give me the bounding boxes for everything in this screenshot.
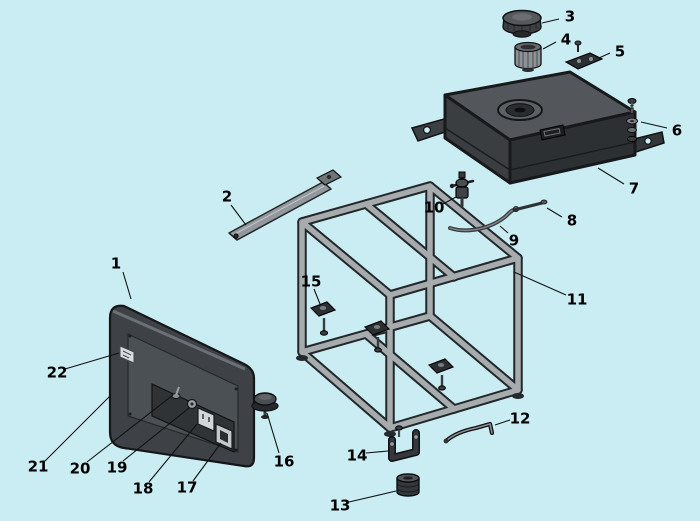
panel-screw <box>234 387 238 391</box>
panel-top-highlight <box>112 309 246 371</box>
callout-leader-6 <box>640 121 668 129</box>
callout-label-8: 8 <box>567 211 577 229</box>
fuel-pipe-group <box>512 199 548 212</box>
callout-leader-12 <box>494 419 511 426</box>
panel-screw <box>234 448 238 452</box>
callout-label-9: 9 <box>509 231 519 249</box>
callout-label-6: 6 <box>672 121 682 139</box>
panel-sticker <box>119 345 135 364</box>
callout-label-14: 14 <box>347 446 368 464</box>
callout-leader-8 <box>546 207 563 218</box>
support-bar-group <box>228 169 343 241</box>
callout-label-18: 18 <box>133 479 154 497</box>
panel-outlet <box>197 407 215 432</box>
foot-bracket-group <box>388 425 420 462</box>
fuel-petcock-group <box>449 171 475 208</box>
callout-leader-18 <box>148 423 198 483</box>
callout-leader-9 <box>499 225 509 234</box>
callout-label-17: 17 <box>177 478 198 496</box>
callout-leader-13 <box>348 490 397 503</box>
panel-recess <box>151 383 235 453</box>
control-knob-group <box>251 392 279 419</box>
control-panel-group <box>108 304 256 468</box>
callout-label-22: 22 <box>47 363 68 381</box>
callout-leader-20 <box>86 394 174 463</box>
fuel-tank-group <box>410 70 665 185</box>
callout-leader-10 <box>442 196 457 205</box>
callout-leader-2 <box>230 204 247 226</box>
panel-screw <box>128 412 132 416</box>
callout-label-15: 15 <box>301 272 322 290</box>
cap-bracket-group <box>564 40 604 70</box>
callout-label-16: 16 <box>274 452 295 470</box>
callout-label-3: 3 <box>565 7 575 25</box>
callout-leader-21 <box>44 395 111 462</box>
callout-leader-17 <box>192 442 222 482</box>
callout-label-11: 11 <box>567 290 588 308</box>
callout-leader-3 <box>541 18 560 24</box>
callout-leader-4 <box>542 41 557 50</box>
callout-label-13: 13 <box>330 496 351 514</box>
frame-foot-pad <box>512 393 524 399</box>
callout-leader-15 <box>313 288 321 305</box>
callout-label-7: 7 <box>629 179 639 197</box>
callout-leader-19 <box>122 407 190 462</box>
callout-label-10: 10 <box>424 198 445 216</box>
frame-foot-pad <box>296 355 308 361</box>
fuel-hose-group <box>448 208 516 233</box>
fuel-cap-group <box>502 9 542 38</box>
callout-label-20: 20 <box>70 459 91 477</box>
callout-leader-16 <box>266 412 280 454</box>
callout-leader-14 <box>365 450 389 454</box>
callout-label-21: 21 <box>28 457 49 475</box>
rubber-foot-group <box>396 473 420 497</box>
callout-leader-7 <box>597 167 625 185</box>
callout-label-19: 19 <box>107 458 128 476</box>
callout-leader-22 <box>64 352 120 370</box>
fuel-strainer-group <box>514 41 542 72</box>
callout-label-12: 12 <box>510 409 531 427</box>
callout-label-4: 4 <box>561 30 571 48</box>
bolt-set-group <box>626 98 638 143</box>
frame-foot-pad <box>384 431 396 437</box>
linkage-rod-group <box>443 421 495 444</box>
callout-leader-1 <box>122 271 132 300</box>
panel-screw <box>128 334 132 338</box>
callout-label-1: 1 <box>111 254 121 272</box>
callout-leader-11 <box>513 271 567 296</box>
callout-label-2: 2 <box>222 187 232 205</box>
callout-leader-5 <box>598 52 611 59</box>
vibration-mount-group <box>309 301 455 391</box>
callout-label-5: 5 <box>615 42 625 60</box>
